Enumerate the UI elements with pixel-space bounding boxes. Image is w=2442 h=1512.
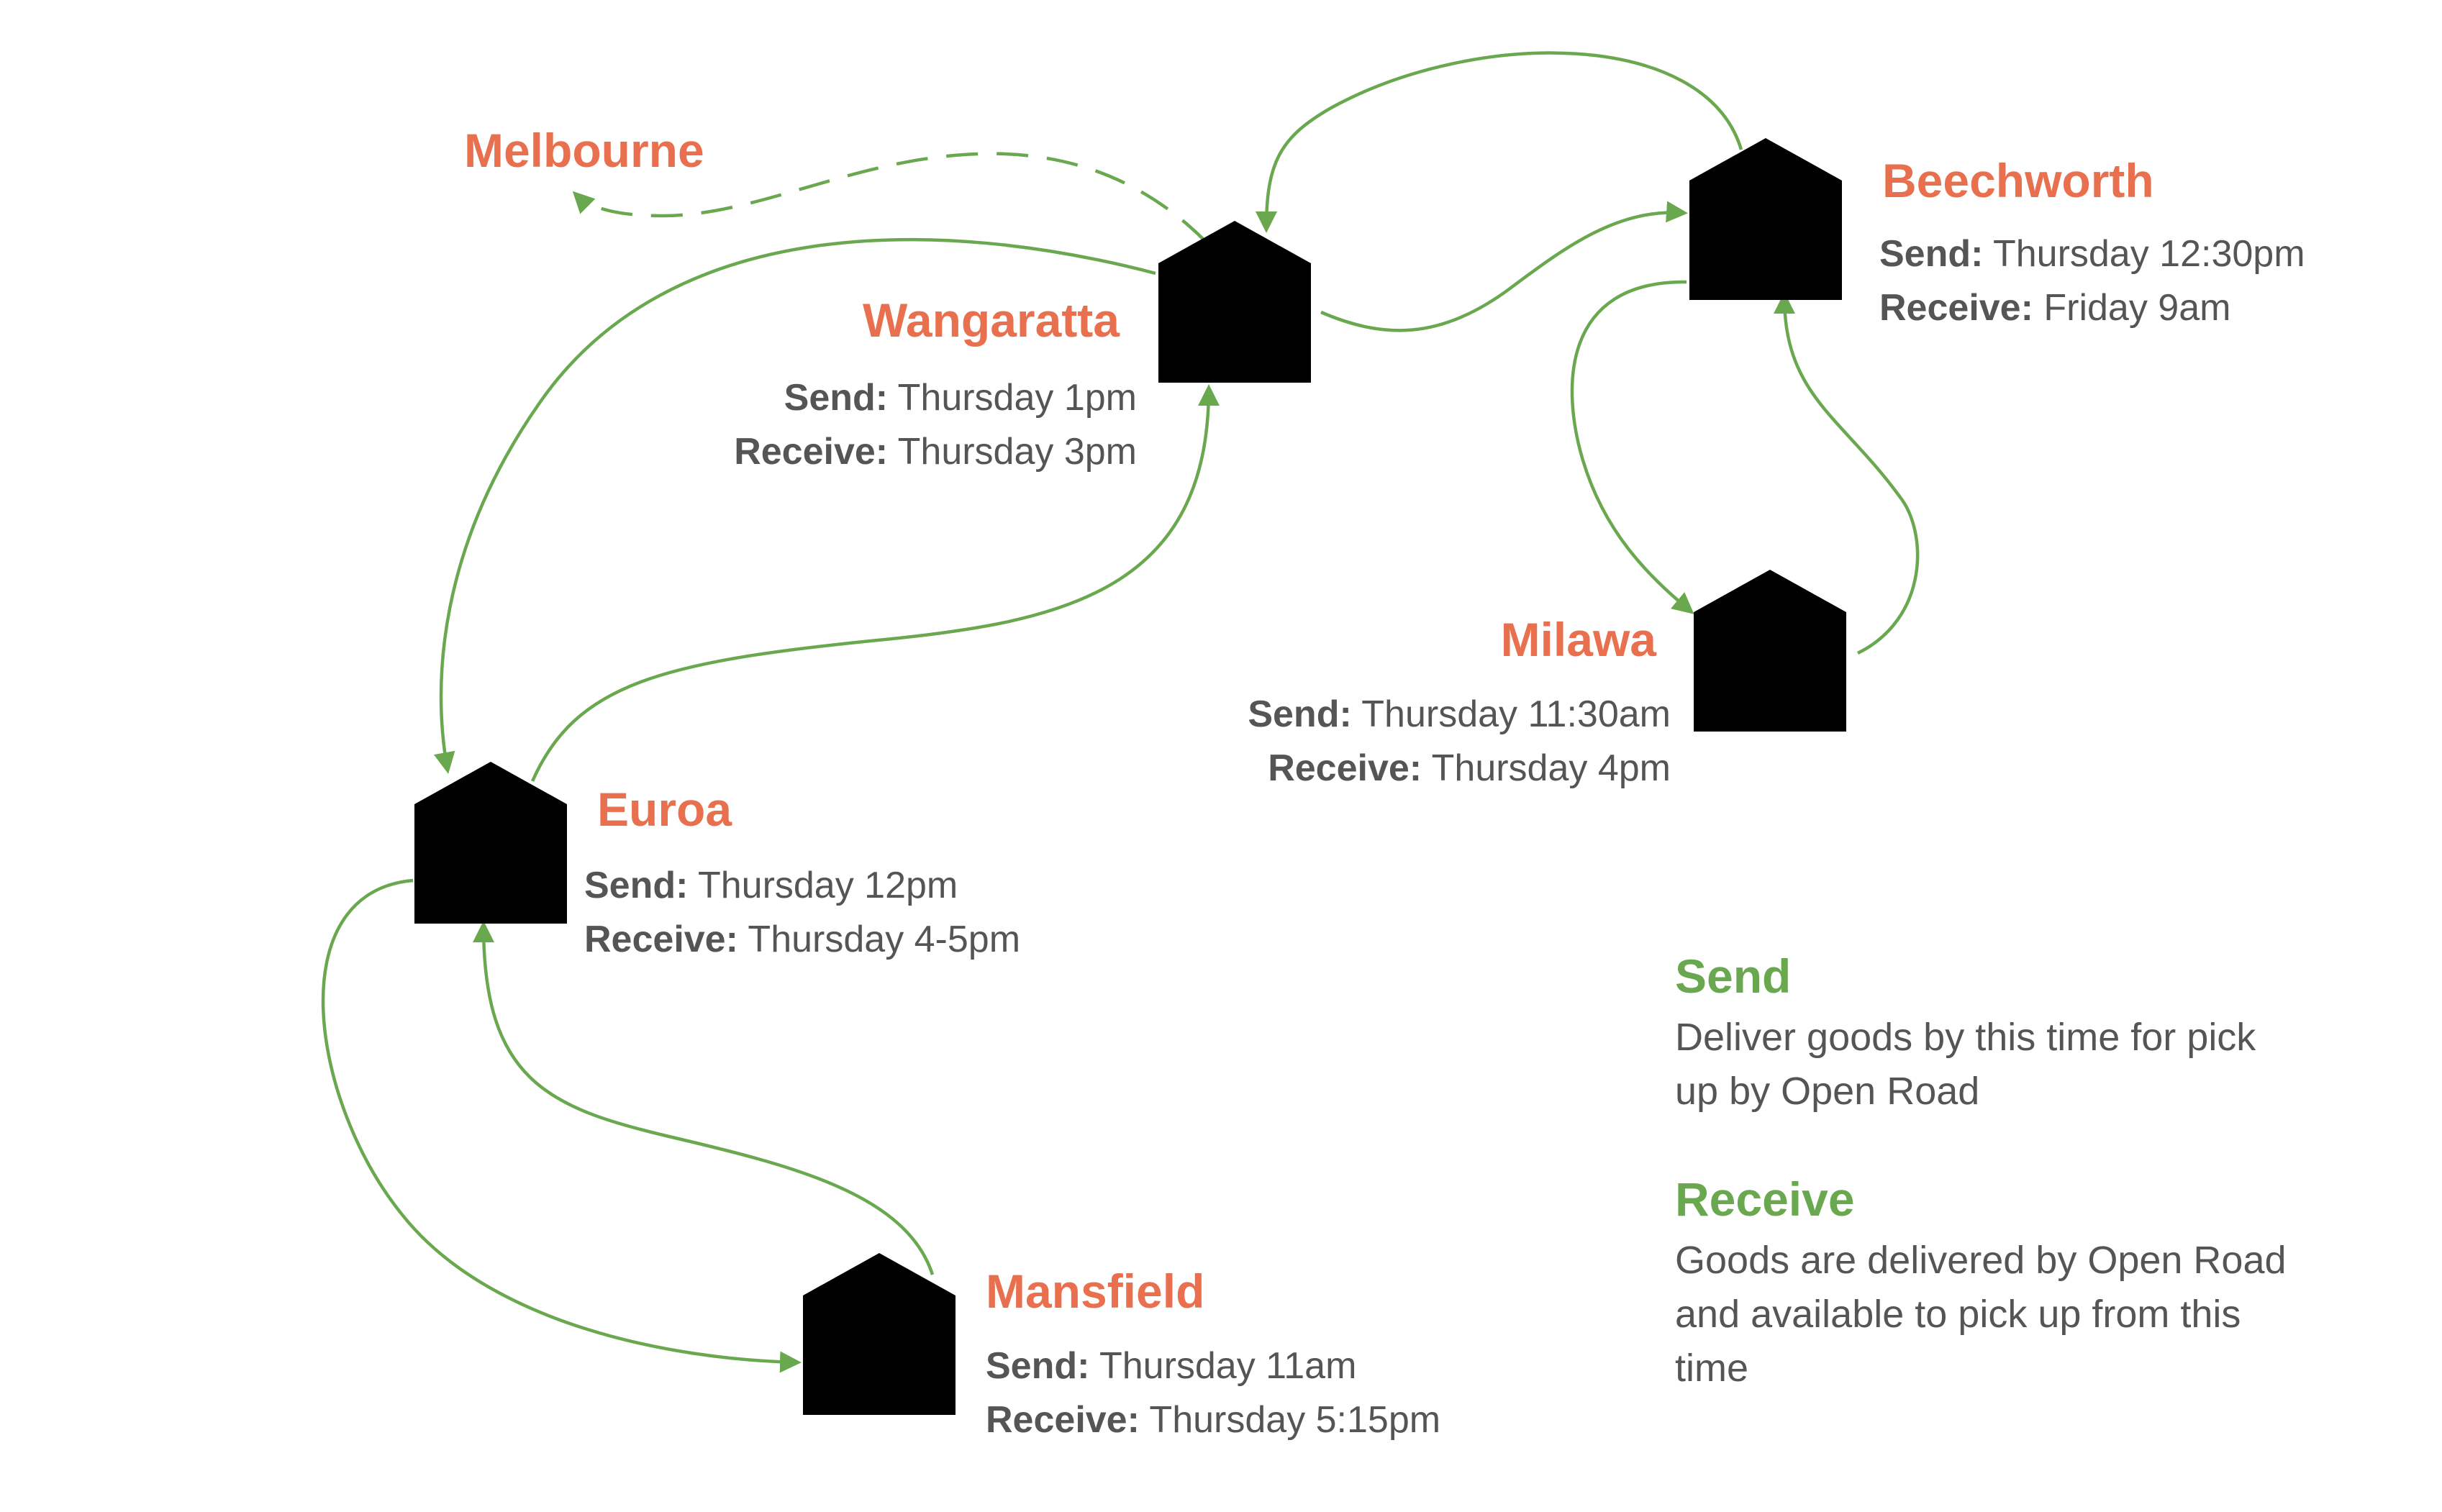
town-wangaratta: Wangaratta <box>863 293 1120 347</box>
warehouse-icon <box>1689 138 1842 300</box>
warehouse-icon <box>803 1253 956 1415</box>
beechworth-send: Send: Thursday 12:30pm <box>1879 233 2305 275</box>
town-beechworth: Beechworth <box>1882 154 2154 207</box>
beechworth-receive: Receive: Friday 9am <box>1879 287 2230 329</box>
route-beechworth-to-milawa <box>1570 280 1694 614</box>
milawa-receive: Receive: Thursday 4pm <box>1268 747 1671 789</box>
route-euroa-to-mansfield <box>321 878 802 1373</box>
legend-receive-line: and available to pick up from this <box>1675 1293 2241 1336</box>
legend-receive-line: time <box>1675 1347 1748 1390</box>
euroa-receive: Receive: Thursday 4-5pm <box>584 919 1020 960</box>
euroa-send: Send: Thursday 12pm <box>584 865 958 906</box>
mansfield-send: Send: Thursday 11am <box>986 1345 1356 1387</box>
route-wangaratta-to-beechworth <box>1320 201 1688 332</box>
warehouse-icon <box>1158 221 1311 383</box>
legend-receive-title: Receive <box>1675 1172 1855 1226</box>
warehouse-icon <box>414 762 567 924</box>
legend-send-title: Send <box>1675 949 1791 1003</box>
town-melbourne: Melbourne <box>464 124 704 177</box>
route-beechworth-to-wangaratta <box>1256 51 1743 233</box>
route-milawa-to-beechworth <box>1774 292 1920 655</box>
wangaratta-receive: Receive: Thursday 3pm <box>734 431 1137 473</box>
warehouse-icon <box>1694 570 1846 732</box>
route-wangaratta-to-melbourne <box>572 152 1207 243</box>
milawa-send: Send: Thursday 11:30am <box>1248 693 1671 735</box>
legend: Send Deliver goods by this time for pick… <box>1675 949 2287 1390</box>
mansfield-receive: Receive: Thursday 5:15pm <box>986 1399 1440 1441</box>
legend-receive-line: Goods are delivered by Open Road <box>1675 1239 2287 1282</box>
town-mansfield: Mansfield <box>986 1265 1204 1318</box>
town-milawa: Milawa <box>1501 613 1658 666</box>
route-euroa-to-wangaratta <box>530 384 1220 782</box>
route-wangaratta-to-euroa <box>433 237 1156 774</box>
legend-send-line: up by Open Road <box>1675 1070 1979 1113</box>
route-mansfield-to-euroa <box>473 921 935 1275</box>
wangaratta-send: Send: Thursday 1pm <box>784 377 1137 419</box>
town-euroa: Euroa <box>597 783 732 836</box>
legend-send-line: Deliver goods by this time for pick <box>1675 1016 2256 1059</box>
